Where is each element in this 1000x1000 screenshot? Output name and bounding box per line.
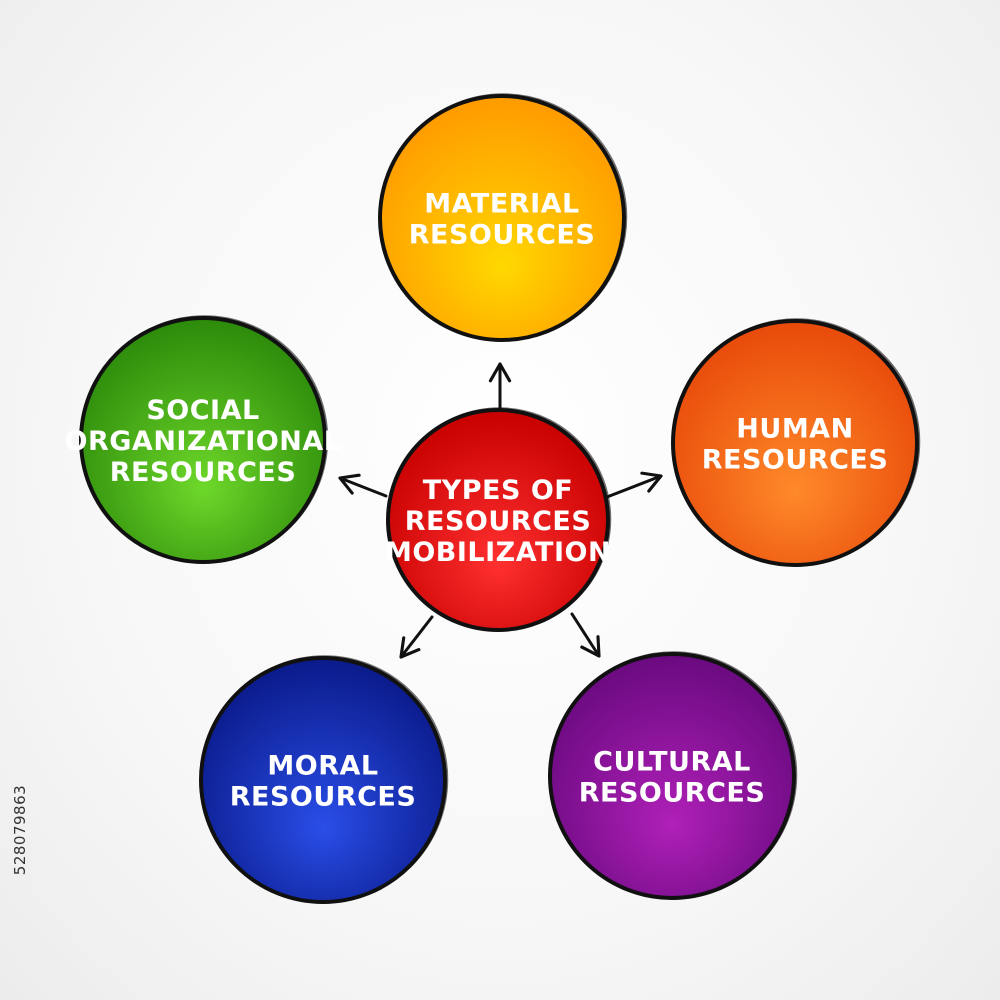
center-label-line: MOBILIZATION <box>385 537 611 568</box>
center-label-line: RESOURCES <box>405 506 592 537</box>
human-circle-sketch <box>672 318 921 566</box>
cultural-circle-sketch <box>549 651 798 899</box>
side-id-number: 528079863 <box>6 760 34 900</box>
material-label-line: RESOURCES <box>409 220 596 251</box>
moral-circle-sketch <box>200 655 449 903</box>
center-label-line: TYPES OF <box>423 475 573 506</box>
social-label-line: SOCIAL <box>146 395 259 426</box>
side-id-text: 528079863 <box>11 784 29 876</box>
material-circle-sketch <box>379 93 628 341</box>
center-circle-sketch <box>387 407 612 631</box>
cultural-label-line: RESOURCES <box>579 778 766 809</box>
human-label-line: RESOURCES <box>702 445 889 476</box>
material-label-line: MATERIAL <box>424 189 579 220</box>
arrow-to-moral <box>399 615 434 659</box>
arrow-to-social <box>338 473 388 498</box>
human-label-line: HUMAN <box>736 414 853 445</box>
social-label-line: ORGANIZATIONAL <box>65 426 342 457</box>
cultural-label-line: CULTURAL <box>593 747 751 778</box>
social-circle-sketch <box>80 315 329 563</box>
arrow-to-cultural <box>570 612 601 658</box>
arrow-to-human <box>605 471 663 499</box>
connectors <box>338 362 663 659</box>
social-label-line: RESOURCES <box>110 457 297 488</box>
moral-label-line: MORAL <box>267 751 378 782</box>
moral-label-line: RESOURCES <box>230 782 417 813</box>
nodes: MATERIALRESOURCESHUMANRESOURCESCULTURALR… <box>65 93 921 904</box>
